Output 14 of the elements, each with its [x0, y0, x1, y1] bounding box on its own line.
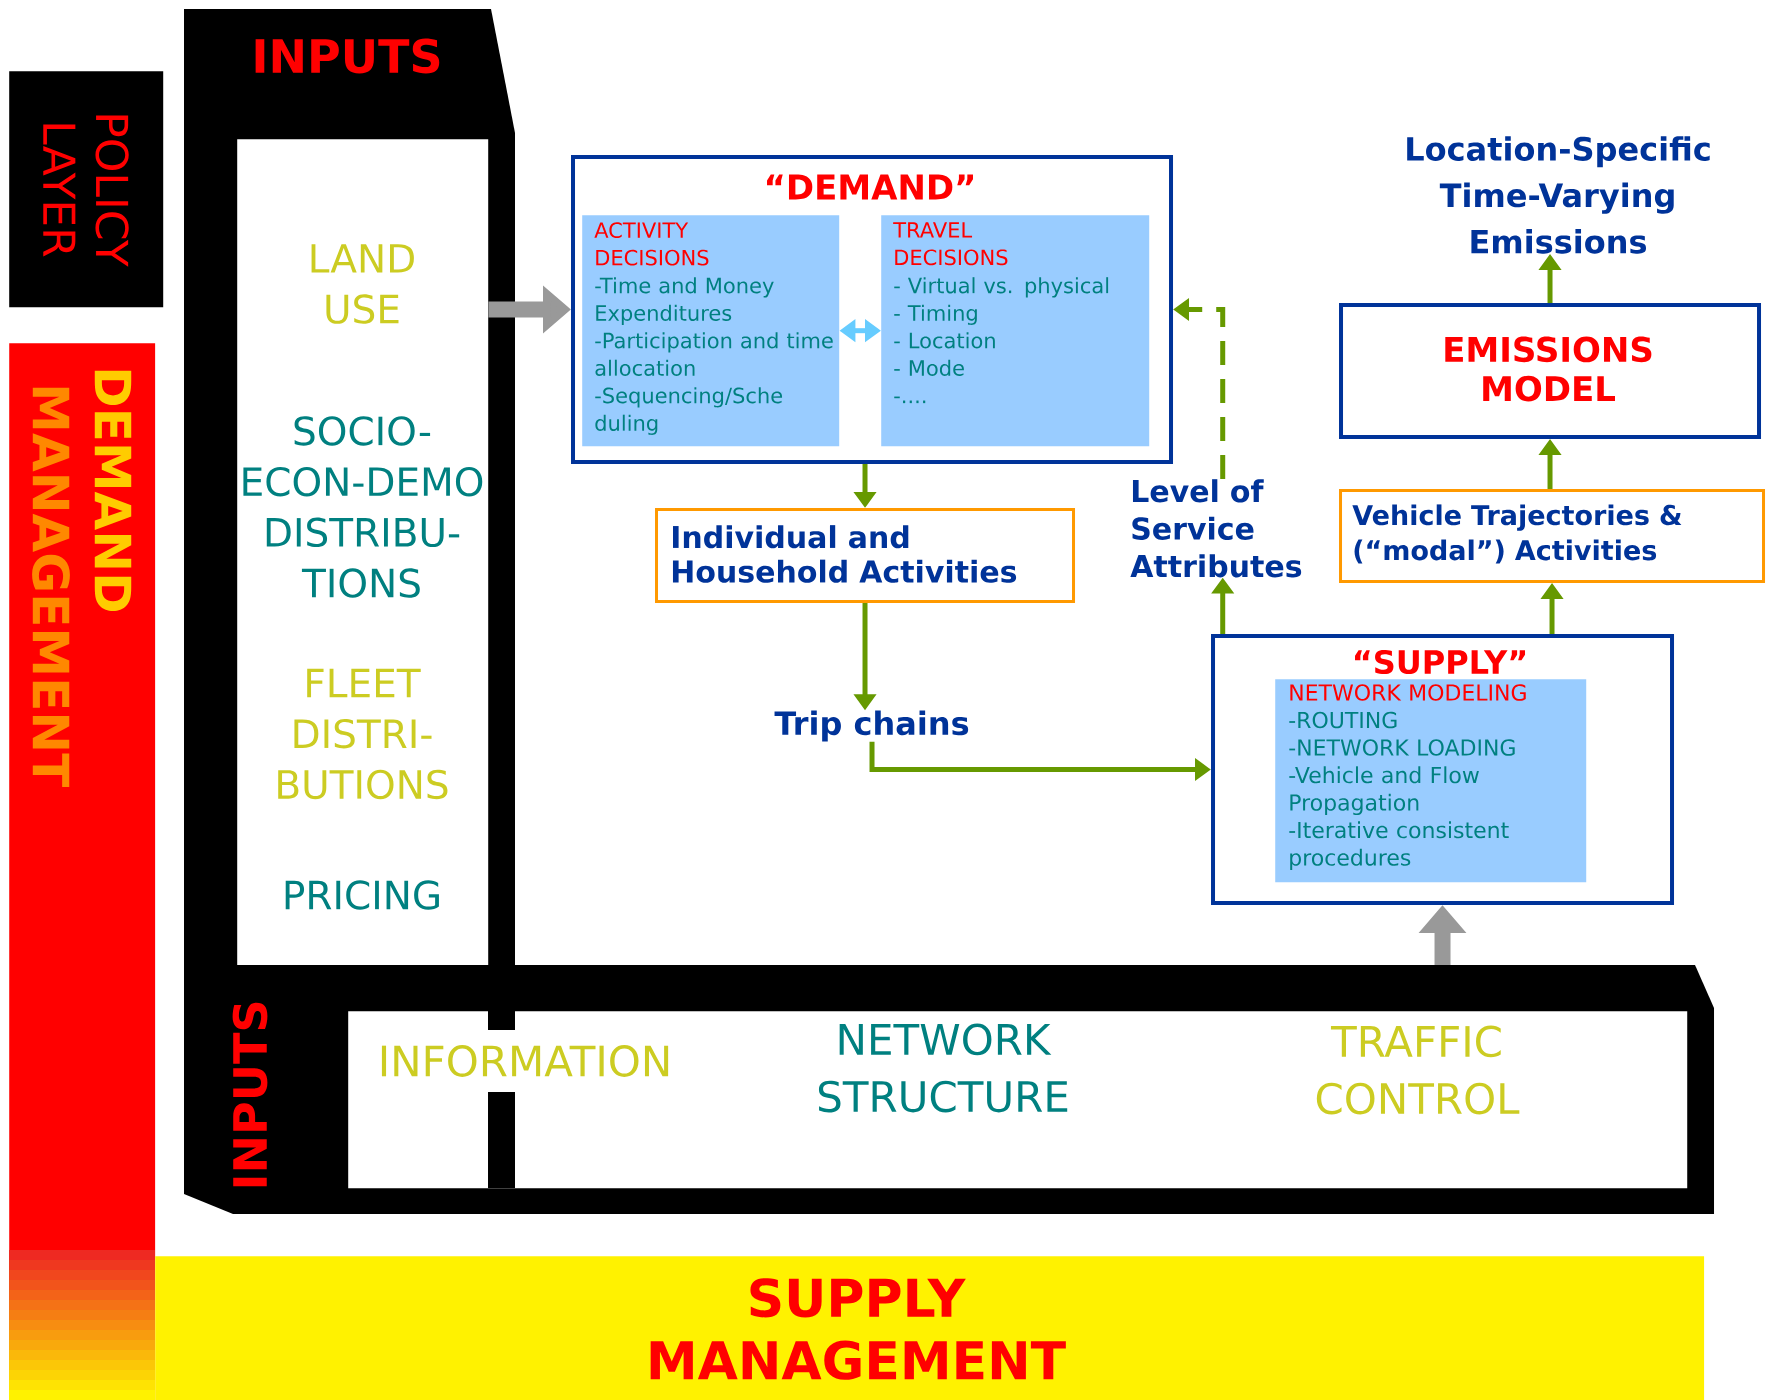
- activity-decisions-box: ACTIVITY DECISIONS -Time and Money Expenditures -Participation and time allocation -Sequencing/Sche duling: [582, 215, 840, 447]
- network-modeling-box: NETWORK MODELING -ROUTING -NETWORK LOADING -Vehicle and Flow Propagation -Iterative consistent procedures: [1275, 679, 1587, 883]
- supply-inputs-panel: INFORMATION NETWORK STRUCTURE TRAFFIC CONTROL: [348, 1011, 1688, 1189]
- activities-box: Individual and Household Activities: [655, 508, 1075, 603]
- service-attributes-label: Level of Service Attributes: [1130, 479, 1302, 578]
- travel-decisions-box: TRAVEL DECISIONS - Virtual vs. physical - Timing - Location - Mode -....: [881, 215, 1150, 447]
- demand-management-band: DEMAND MANAGEMENT: [9, 343, 156, 1400]
- input-panel: LAND USE SOCIO- ECON-DEMO DISTRIBU- TIONS FLEET DISTRI- BUTIONS PRICING: [237, 139, 489, 966]
- policy-layer-box: POLICY LAYER: [9, 71, 164, 308]
- supply-management-band: SUPPLY MANAGEMENT: [155, 1256, 1705, 1400]
- trajectories-box: Vehicle Trajectories & (“modal”) Activities: [1339, 489, 1765, 583]
- trip-chains-label: Trip chains: [774, 710, 969, 742]
- emissions-model-box: EMISSIONS MODEL: [1339, 303, 1761, 439]
- emissions-output-label: Location-Specific Time-Varying Emissions: [1407, 136, 1710, 254]
